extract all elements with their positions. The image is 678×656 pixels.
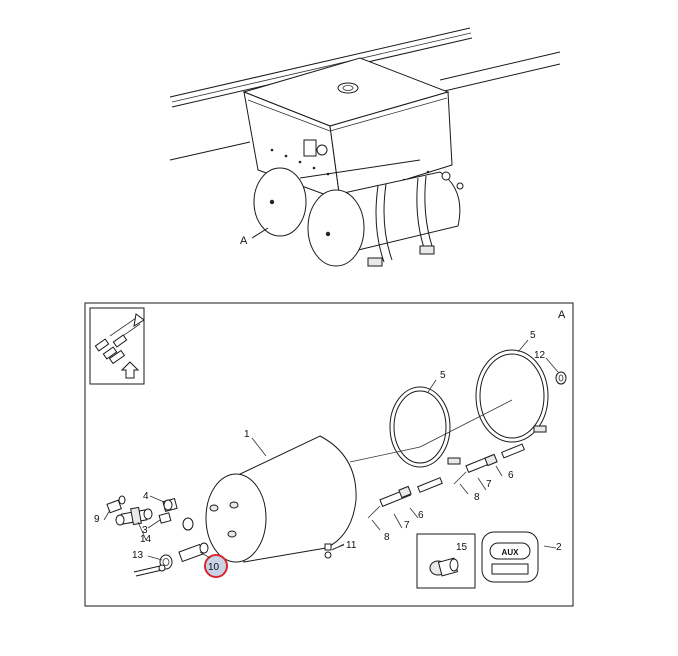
axis-line-rear	[419, 399, 513, 448]
leader-lines	[103, 339, 559, 561]
callout-1: 1	[244, 429, 250, 440]
detail-frame	[84, 302, 574, 607]
aux-badge-text: AUX	[502, 548, 520, 557]
bolt-set-lower	[367, 477, 443, 519]
inset-aux-frame	[481, 531, 539, 583]
axis-line	[349, 446, 421, 463]
callout-9: 9	[94, 514, 100, 525]
callout-2: 2	[556, 542, 562, 553]
callout-labels: 1 2 3 4 5 5 6 6 7 7 8 8 9 10 11 12 13 14…	[94, 330, 562, 573]
highlight-ring	[204, 554, 228, 578]
callout-10: 10	[208, 562, 220, 573]
callout-15: 15	[456, 542, 468, 553]
callout-6-upper: 6	[508, 470, 514, 481]
valve-14	[115, 506, 153, 526]
frame-rails	[169, 27, 561, 161]
aux-plate	[491, 563, 529, 575]
inset-aux-label	[481, 531, 539, 583]
detail-label: A	[558, 309, 566, 321]
bolt-set-upper	[453, 443, 525, 485]
callout-14: 14	[140, 534, 152, 545]
hose-fittings-icon	[94, 313, 145, 365]
callout-8-upper: 8	[474, 492, 480, 503]
valve-pin	[133, 564, 166, 577]
callout-5-rear: 5	[530, 330, 536, 341]
aux-badge-outline	[489, 542, 531, 560]
plug-small	[182, 517, 194, 531]
callout-7-lower: 7	[404, 520, 410, 531]
overview-illustration: A	[169, 27, 561, 267]
callout-4: 4	[143, 491, 149, 502]
inset-fitting-15	[416, 533, 476, 589]
strap-front	[389, 386, 461, 468]
fitting-3	[158, 512, 172, 524]
callout-7-upper: 7	[486, 479, 492, 490]
callout-13: 13	[132, 550, 144, 561]
air-tank	[205, 435, 357, 563]
callout-6-lower: 6	[418, 510, 424, 521]
inset-15-frame	[416, 533, 476, 589]
callout-8-lower: 8	[384, 532, 390, 543]
nut-12	[555, 371, 567, 385]
view-a-leader	[251, 227, 269, 239]
callout-11: 11	[346, 540, 357, 551]
strap-rear	[475, 349, 549, 443]
view-label: A	[240, 235, 248, 247]
arrow-up-icon	[120, 361, 140, 379]
callout-5-front: 5	[440, 370, 446, 381]
fitting-4	[162, 498, 178, 512]
icon-panel-frame	[89, 307, 145, 385]
fitting-9	[106, 495, 126, 514]
fitting-10	[178, 542, 209, 563]
overview-air-tanks	[253, 159, 464, 267]
icon-panel	[89, 307, 145, 385]
callout-12: 12	[534, 350, 546, 361]
drain-valve	[324, 543, 345, 559]
callout-3: 3	[142, 525, 148, 536]
